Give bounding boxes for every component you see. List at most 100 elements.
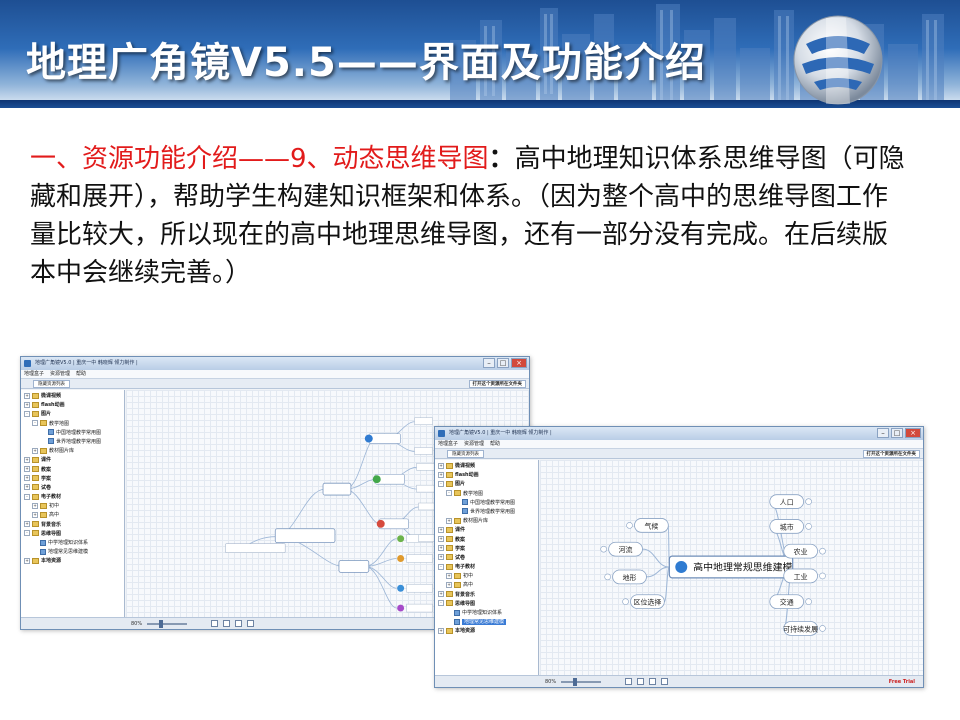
tree-item[interactable]: +背景音乐 [21,521,124,530]
zoom-in-button[interactable] [649,678,656,685]
tree-item[interactable]: +课件 [435,526,538,535]
zoom-slider-track[interactable] [561,681,601,683]
mindmap-node[interactable]: 交通 [769,594,812,610]
tree-item[interactable]: -图片 [435,480,538,489]
expand-toggle-icon[interactable]: + [446,581,452,588]
fit-view-button[interactable] [211,620,218,627]
zoom-out-button[interactable] [661,678,668,685]
expand-node-icon[interactable] [600,545,607,553]
zoom-out-button[interactable] [247,620,254,627]
tree-item[interactable]: +flash动画 [21,401,124,410]
zoom-slider-handle[interactable] [573,678,577,686]
tree-item[interactable]: -思维导图 [21,530,124,539]
tree-item[interactable]: -教学地图 [435,490,538,499]
expand-toggle-icon[interactable]: + [24,484,30,491]
center-view-button[interactable] [637,678,644,685]
mindmap-node[interactable]: 气候 [626,518,669,533]
tree-item[interactable]: +本地资源 [435,627,538,636]
minimize-button[interactable]: – [483,358,495,368]
tree-item[interactable]: -图片 [21,410,124,419]
fit-view-button[interactable] [625,678,632,685]
window-titlebar[interactable]: 地理广角镜V5.0 | 重庆一中 韩晓辉 倾力制作 | – □ × [21,357,529,370]
mindmap-node[interactable]: 可持续发展 [783,621,826,636]
expand-toggle-icon[interactable]: + [32,502,38,509]
open-folder-button[interactable]: 打开这个资源所在文件夹 [468,380,526,388]
open-folder-button[interactable]: 打开这个资源所在文件夹 [862,450,920,458]
expand-toggle-icon[interactable]: + [446,517,452,524]
tree-item[interactable]: +高中 [435,581,538,590]
expand-node-icon[interactable] [604,573,611,581]
zoom-slider-handle[interactable] [159,620,163,628]
tree-item[interactable]: 地理常见思维建模 [435,618,538,627]
tree-item[interactable]: +教案 [21,466,124,475]
expand-node-icon[interactable] [805,523,812,530]
expand-toggle-icon[interactable]: + [438,462,444,469]
mindmap-node[interactable]: 地形 [604,569,647,585]
tree-item[interactable]: +试卷 [435,554,538,563]
collapse-toggle-icon[interactable]: - [438,600,444,607]
mindmap-canvas[interactable]: 高中地理常规思维建模气候河流地形区位选择人口城市农业工业交通可持续发展 [540,460,923,675]
collapse-toggle-icon[interactable]: - [24,530,30,537]
tree-item[interactable]: +学案 [21,475,124,484]
expand-toggle-icon[interactable]: + [24,456,30,463]
tree-item[interactable]: +本地资源 [21,557,124,566]
tree-item[interactable]: +背景音乐 [435,591,538,600]
tree-item[interactable]: 中学地理知识体系 [435,609,538,618]
tree-item[interactable]: +学案 [435,545,538,554]
expand-node-icon[interactable] [819,625,826,632]
tree-item[interactable]: -思维导图 [435,600,538,609]
mindmap-node[interactable]: 人口 [769,494,812,509]
tree-item[interactable]: +初中 [435,572,538,581]
tree-item[interactable]: +教案 [435,536,538,545]
expand-toggle-icon[interactable]: + [438,536,444,542]
tree-item[interactable]: +微课视频 [21,392,124,401]
maximize-button[interactable]: □ [497,358,509,368]
collapse-toggle-icon[interactable]: - [438,563,444,570]
menu-item-resources[interactable]: 资源管理 [464,441,485,447]
tree-item[interactable]: +初中 [21,502,124,511]
menu-item-help[interactable]: 帮助 [76,371,87,377]
expand-toggle-icon[interactable]: + [438,627,444,634]
tree-item[interactable]: 世界地理教学常用图 [21,438,124,447]
expand-toggle-icon[interactable]: + [24,392,30,399]
tree-item[interactable]: +flash动画 [435,471,538,480]
minimize-button[interactable]: – [877,428,889,438]
collapse-toggle-icon[interactable]: - [24,493,30,500]
expand-node-icon[interactable] [805,598,812,605]
tree-item[interactable]: +教材图片库 [435,517,538,526]
expand-toggle-icon[interactable]: + [24,521,30,528]
expand-toggle-icon[interactable]: + [32,447,38,454]
expand-toggle-icon[interactable]: + [438,554,444,561]
expand-node-icon[interactable] [805,498,812,505]
expand-toggle-icon[interactable]: + [24,475,30,482]
tree-item[interactable]: 世界地理教学常用图 [435,508,538,517]
expand-node-icon[interactable] [819,547,826,555]
mindmap-center-node[interactable]: 高中地理常规思维建模 [668,555,794,579]
close-button[interactable]: × [511,358,527,368]
mindmap-node[interactable]: 工业 [783,568,826,584]
maximize-button[interactable]: □ [891,428,903,438]
expand-toggle-icon[interactable]: + [24,557,30,564]
tree-item[interactable]: -教学地图 [21,420,124,429]
close-button[interactable]: × [905,428,921,438]
tree-item[interactable]: 中学地理知识体系 [21,539,124,548]
zoom-in-button[interactable] [235,620,242,627]
mindmap-node[interactable]: 农业 [783,543,826,559]
expand-toggle-icon[interactable]: + [32,511,38,518]
collapse-toggle-icon[interactable]: - [438,480,444,487]
expand-toggle-icon[interactable]: + [438,526,444,533]
tree-item[interactable]: +微课视频 [435,462,538,471]
tree-item[interactable]: +教材图片库 [21,447,124,456]
expand-toggle-icon[interactable]: + [446,572,452,579]
hide-resource-list-button[interactable]: 隐藏资源列表 [447,450,484,458]
tree-item[interactable]: 中国地理教学常用图 [21,429,124,438]
center-view-button[interactable] [223,620,230,627]
menu-item-box[interactable]: 地理盒子 [24,371,45,377]
menu-item-resources[interactable]: 资源管理 [50,371,71,377]
expand-node-icon[interactable] [622,598,629,605]
hide-resource-list-button[interactable]: 隐藏资源列表 [33,380,70,388]
collapse-toggle-icon[interactable]: - [446,490,452,497]
expand-toggle-icon[interactable]: + [438,545,444,552]
tree-item[interactable]: -电子教材 [435,563,538,572]
mindmap-node[interactable]: 城市 [769,519,812,534]
